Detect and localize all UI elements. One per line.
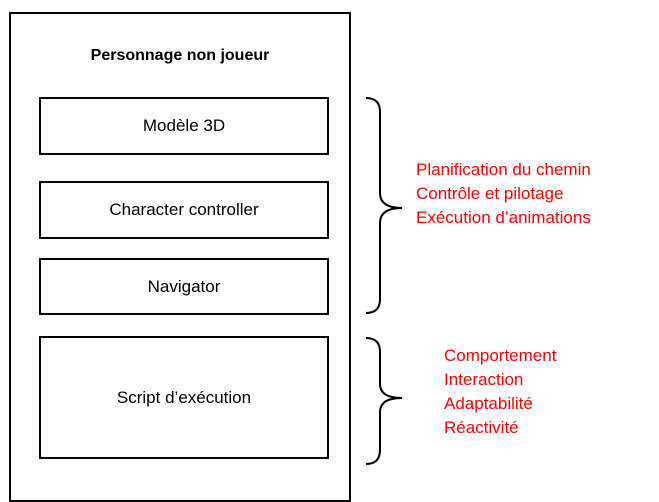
role-item: Réactivité xyxy=(444,418,519,437)
role-item: Planification du chemin xyxy=(416,160,591,179)
role-item: Adaptabilité xyxy=(444,394,533,413)
component-3d-model: Modèle 3D xyxy=(39,97,329,155)
role-item: Contrôle et pilotage xyxy=(416,184,564,203)
brace-upper xyxy=(365,97,403,314)
component-navigator: Navigator xyxy=(39,258,329,315)
component-label: Modèle 3D xyxy=(142,116,226,135)
component-label: Character controller xyxy=(109,200,259,219)
component-label: Script d’exécution xyxy=(116,387,252,407)
role-item: Interaction xyxy=(444,370,524,389)
role-item: Exécution d’animations xyxy=(416,208,591,227)
component-character-controller: Character controller xyxy=(39,181,329,239)
component-label: Navigator xyxy=(147,276,221,296)
diagram-title: Personnage non joueur xyxy=(90,47,270,64)
role-list-navigation: Planification du chemin Contrôle et pilo… xyxy=(416,158,591,230)
brace-lower xyxy=(365,337,403,465)
role-item: Comportement xyxy=(444,346,557,365)
role-list-behavior: Comportement Interaction Adaptabilité Ré… xyxy=(444,344,556,440)
component-execution-script: Script d’exécution xyxy=(39,336,329,459)
